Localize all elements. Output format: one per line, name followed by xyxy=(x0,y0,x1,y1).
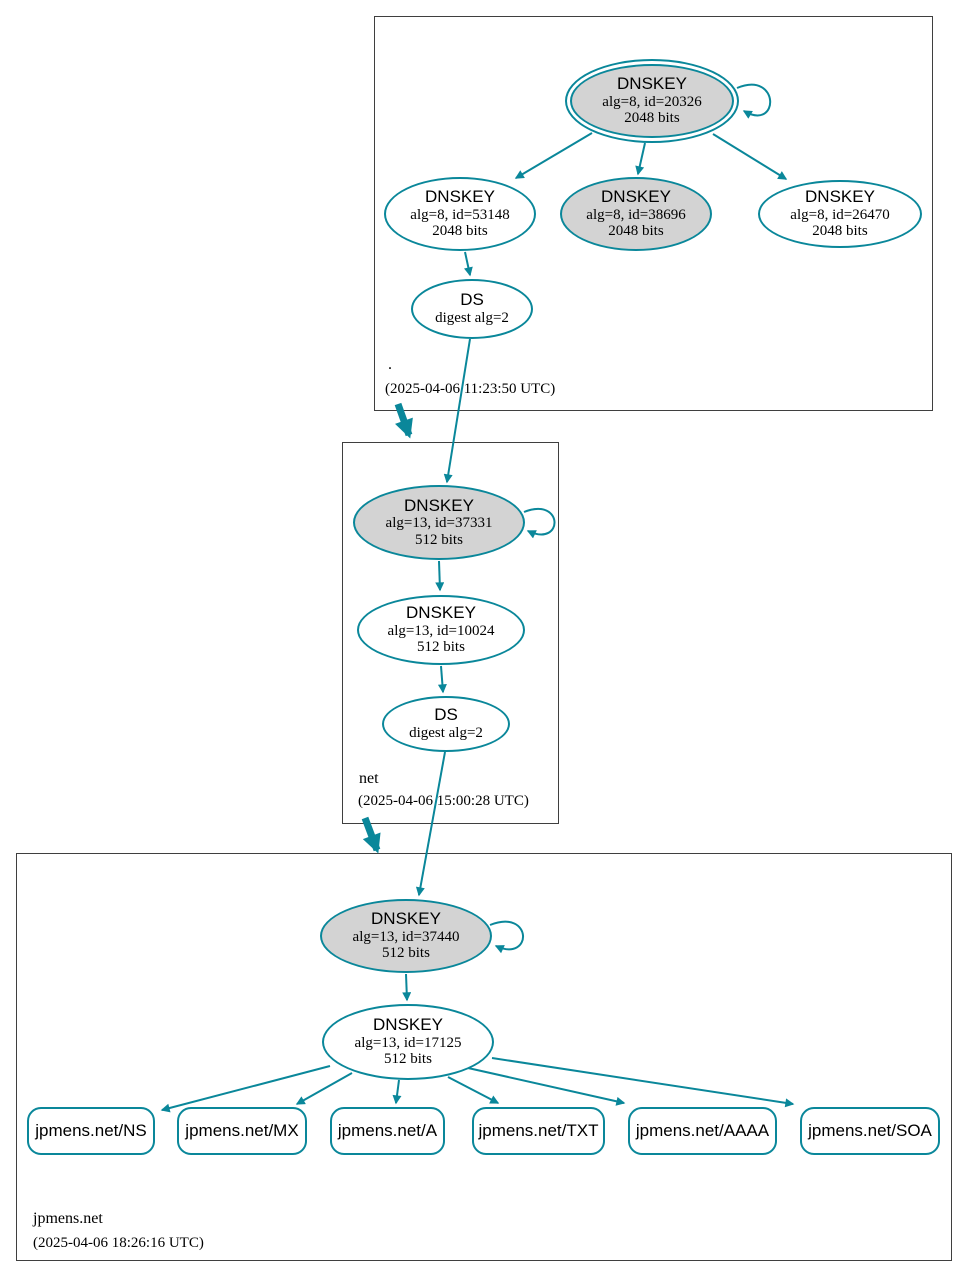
node-title: DNSKEY xyxy=(425,187,495,207)
rrset-jpmens-net-a: jpmens.net/A xyxy=(330,1107,445,1155)
rrset-label: jpmens.net/MX xyxy=(185,1121,299,1140)
zone-label-root: . xyxy=(388,356,392,373)
node-bits: 2048 bits xyxy=(624,110,680,127)
node-title: DNSKEY xyxy=(406,603,476,623)
rrset-jpmens-net-ns: jpmens.net/NS xyxy=(27,1107,155,1155)
dnskey-node-jpmens-zsk-17125: DNSKEY alg=13, id=17125 512 bits xyxy=(322,1004,494,1080)
zone-cluster-jpmens-net xyxy=(16,853,952,1261)
node-title: DNSKEY xyxy=(805,187,875,207)
dnskey-node-root-zsk-38696: DNSKEY alg=8, id=38696 2048 bits xyxy=(560,177,712,251)
node-detail: alg=8, id=26470 xyxy=(790,206,890,223)
rrset-jpmens-net-aaaa: jpmens.net/AAAA xyxy=(628,1107,777,1155)
node-detail: alg=13, id=17125 xyxy=(354,1034,462,1051)
node-title: DNSKEY xyxy=(371,909,441,929)
node-bits: 512 bits xyxy=(417,639,465,656)
node-title: DNSKEY xyxy=(601,187,671,207)
sep-inner-ring xyxy=(570,64,734,138)
node-bits: 2048 bits xyxy=(812,223,868,240)
dnskey-node-net-zsk-10024: DNSKEY alg=13, id=10024 512 bits xyxy=(357,595,525,665)
zone-label-jpmens-net: jpmens.net xyxy=(33,1210,103,1227)
dnskey-node-net-ksk-37331: DNSKEY alg=13, id=37331 512 bits xyxy=(353,485,525,560)
dnskey-node-root-ksk-20326: DNSKEY alg=8, id=20326 2048 bits xyxy=(565,59,739,143)
rrset-jpmens-net-mx: jpmens.net/MX xyxy=(177,1107,307,1155)
node-bits: 2048 bits xyxy=(608,223,664,240)
zone-timestamp-net: (2025-04-06 15:00:28 UTC) xyxy=(358,793,529,809)
node-title: DNSKEY xyxy=(373,1015,443,1035)
node-bits: 512 bits xyxy=(382,945,430,962)
dnskey-node-jpmens-ksk-37440: DNSKEY alg=13, id=37440 512 bits xyxy=(320,899,492,973)
rrset-label: jpmens.net/SOA xyxy=(808,1121,932,1140)
rrset-jpmens-net-soa: jpmens.net/SOA xyxy=(800,1107,940,1155)
zone-timestamp-root: (2025-04-06 11:23:50 UTC) xyxy=(385,381,556,397)
node-detail: alg=8, id=38696 xyxy=(586,206,686,223)
dnskey-node-root-zsk-53148: DNSKEY alg=8, id=53148 2048 bits xyxy=(384,177,536,251)
node-title: DS xyxy=(434,705,458,725)
rrset-label: jpmens.net/AAAA xyxy=(635,1121,770,1140)
rrset-label: jpmens.net/TXT xyxy=(478,1121,599,1140)
node-detail: alg=13, id=37331 xyxy=(385,515,493,532)
ds-node-root: DS digest alg=2 xyxy=(411,279,533,339)
zone-label-net: net xyxy=(359,770,379,787)
node-bits: 512 bits xyxy=(384,1051,432,1068)
rrset-label: jpmens.net/NS xyxy=(35,1121,147,1140)
node-detail: alg=8, id=20326 xyxy=(602,93,702,110)
zone-cluster-root xyxy=(374,16,933,411)
node-title: DS xyxy=(460,290,484,310)
node-detail: digest alg=2 xyxy=(409,725,483,742)
node-title: DNSKEY xyxy=(404,495,474,515)
zone-timestamp-jpmens-net: (2025-04-06 18:26:16 UTC) xyxy=(33,1235,204,1251)
node-bits: 512 bits xyxy=(415,531,463,548)
node-detail: alg=13, id=37440 xyxy=(352,928,460,945)
rrset-jpmens-net-txt: jpmens.net/TXT xyxy=(472,1107,605,1155)
node-detail: alg=8, id=53148 xyxy=(410,206,510,223)
ds-node-net: DS digest alg=2 xyxy=(382,696,510,752)
dnskey-node-root-zsk-26470: DNSKEY alg=8, id=26470 2048 bits xyxy=(758,180,922,248)
node-detail: digest alg=2 xyxy=(435,310,509,327)
node-detail: alg=13, id=10024 xyxy=(387,622,495,639)
node-bits: 2048 bits xyxy=(432,223,488,240)
node-title: DNSKEY xyxy=(617,74,687,94)
rrset-label: jpmens.net/A xyxy=(337,1121,438,1140)
